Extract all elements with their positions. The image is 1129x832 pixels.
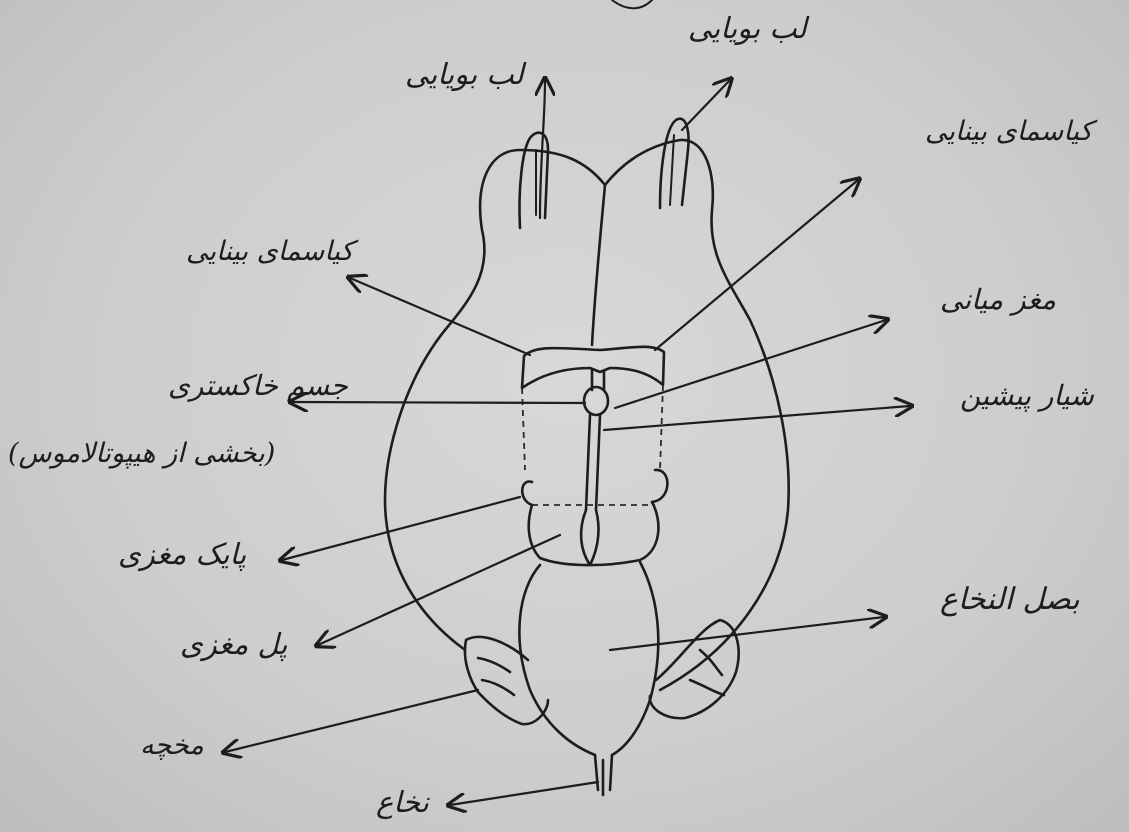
label-gray-body: جسم خاکستری	[168, 372, 348, 400]
top-edge-scribble	[612, 0, 652, 8]
arrow-olfactory-bulb-right	[682, 80, 730, 130]
olfactory-bulb-right-drawing	[660, 119, 689, 208]
cerebellum-left-drawing	[465, 637, 548, 724]
arrow-optic-chiasm-left	[350, 278, 530, 355]
arrow-anterior-groove	[604, 406, 910, 430]
arrow-olfactory-bulb-left	[540, 80, 545, 218]
cerebral-peduncle-right	[652, 470, 667, 502]
arrow-optic-chiasm-right	[655, 180, 858, 350]
olfactory-bulb-left-drawing	[519, 133, 548, 228]
label-cerebellum: مخچه	[140, 732, 204, 759]
cerebral-peduncle-left	[522, 482, 532, 505]
label-cerebral-peduncle: پایک مغزی	[118, 540, 246, 569]
longitudinal-fissure	[592, 185, 605, 345]
label-pons: پل مغزی	[180, 630, 287, 659]
arrow-cerebellum	[225, 690, 478, 752]
label-optic-chiasm-right: کیاسمای بینایی	[925, 118, 1092, 145]
pons-midline	[581, 510, 598, 565]
cerebral-hemispheres-outline	[385, 140, 789, 690]
gray-matter-body	[584, 387, 608, 415]
median-groove	[586, 415, 600, 510]
arrow-midbrain	[615, 320, 886, 408]
arrow-medulla	[610, 617, 884, 650]
arrow-gray-body	[292, 402, 585, 403]
label-optic-chiasm-left: کیاسمای بینایی	[186, 238, 353, 265]
label-midbrain: مغز میانی	[940, 286, 1056, 314]
label-olfactory-bulb-left: لب بویایی	[405, 60, 524, 89]
spinal-cord-drawing	[595, 755, 612, 795]
medulla-drawing	[519, 562, 658, 755]
arrow-cerebral-peduncle	[282, 497, 520, 560]
label-spinal-cord: نخاع	[376, 788, 429, 817]
olfactory-bulb-right-inner	[670, 135, 674, 205]
arrow-spinal-cord	[450, 782, 598, 805]
label-medulla: بصل النخاع	[940, 585, 1080, 615]
label-olfactory-bulb-right: لب بویایی	[688, 14, 807, 43]
label-hypothalamus-note: (بخشی از هیپوتالاموس)	[8, 440, 275, 467]
label-anterior-groove: شیار پیشین	[960, 382, 1094, 410]
